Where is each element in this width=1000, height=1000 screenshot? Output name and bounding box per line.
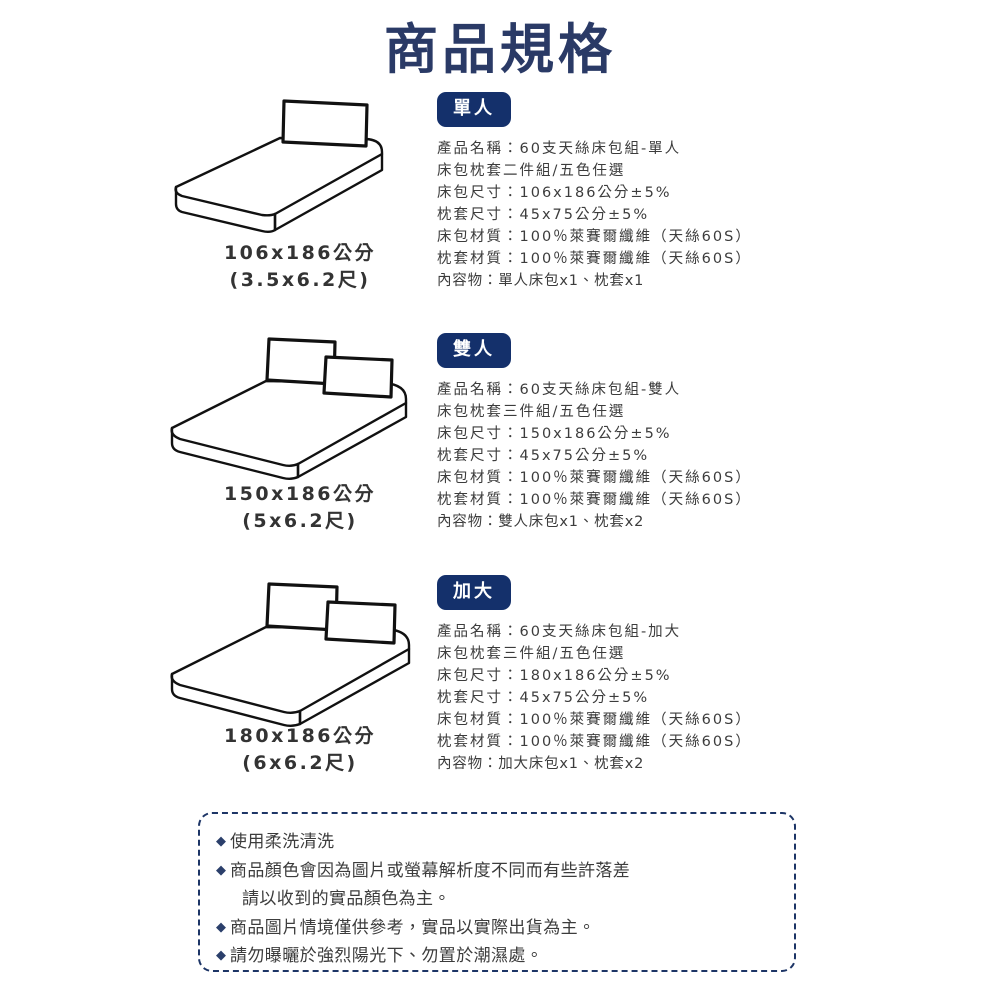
spec-line-sheet-size: 床包尺寸：106x186公分±5% xyxy=(437,185,672,201)
spec-section-single: 106x186公分 (3.5x6.2尺) 單人 產品名稱：60支天絲床包組-單人… xyxy=(0,92,1000,322)
spec-line-contents: 內容物：雙人床包x1、枕套x2 xyxy=(437,514,645,530)
dimension-ft: (6x6.2尺) xyxy=(242,752,358,774)
spec-line-contents: 內容物：加大床包x1、枕套x2 xyxy=(437,756,645,772)
dimension-cm: 150x186公分 xyxy=(223,483,377,505)
single-bed-illustration xyxy=(170,92,435,252)
spec-line-product-name: 產品名稱：60支天絲床包組-雙人 xyxy=(437,382,682,398)
note-item: ◆ 商品顏色會因為圖片或螢幕解析度不同而有些許落差 xyxy=(216,857,776,886)
single-spec-info: 單人 產品名稱：60支天絲床包組-單人 床包枕套二件組/五色任選 床包尺寸：10… xyxy=(437,92,867,292)
spec-line-sheet-material: 床包材質：100％萊賽爾纖維（天絲60S） xyxy=(437,229,752,245)
king-spec-info: 加大 產品名稱：60支天絲床包組-加大 床包枕套三件組/五色任選 床包尺寸：18… xyxy=(437,575,867,775)
double-bed-dimension-label: 150x186公分 (5x6.2尺) xyxy=(150,481,450,535)
note-text: 商品顏色會因為圖片或螢幕解析度不同而有些許落差 xyxy=(230,860,631,881)
spec-line-pillowcase-size: 枕套尺寸：45x75公分±5% xyxy=(437,690,650,706)
spec-line-pillowcase-size: 枕套尺寸：45x75公分±5% xyxy=(437,207,650,223)
king-bed-dimension-label: 180x186公分 (6x6.2尺) xyxy=(150,723,450,777)
spec-line-product-name: 產品名稱：60支天絲床包組-單人 xyxy=(437,141,682,157)
single-spec-lines: 產品名稱：60支天絲床包組-單人 床包枕套二件組/五色任選 床包尺寸：106x1… xyxy=(437,138,867,292)
spec-line-pillowcase-size: 枕套尺寸：45x75公分±5% xyxy=(437,448,650,464)
spec-line-contents: 內容物：單人床包x1、枕套x1 xyxy=(437,273,645,289)
spec-line-pillowcase-material: 枕套材質：100％萊賽爾纖維（天絲60S） xyxy=(437,492,752,508)
single-bed-dimension-label: 106x186公分 (3.5x6.2尺) xyxy=(150,240,450,294)
note-item: ◆ 商品圖片情境僅供參考，實品以實際出貨為主。 xyxy=(216,914,776,943)
note-item: ◆ 使用柔洗清洗 xyxy=(216,828,776,857)
double-bed-illustration xyxy=(170,333,435,493)
spec-line-sheet-material: 床包材質：100％萊賽爾纖維（天絲60S） xyxy=(437,712,752,728)
spec-line-pillowcase-material: 枕套材質：100％萊賽爾纖維（天絲60S） xyxy=(437,734,752,750)
diamond-bullet-icon: ◆ xyxy=(216,834,227,849)
note-text: 商品圖片情境僅供參考，實品以實際出貨為主。 xyxy=(230,917,596,938)
king-spec-lines: 產品名稱：60支天絲床包組-加大 床包枕套三件組/五色任選 床包尺寸：180x1… xyxy=(437,621,867,775)
spec-line-pillowcase-material: 枕套材質：100％萊賽爾纖維（天絲60S） xyxy=(437,251,752,267)
king-bed-illustration xyxy=(170,575,435,735)
note-text: 使用柔洗清洗 xyxy=(230,832,335,852)
double-spec-info: 雙人 產品名稱：60支天絲床包組-雙人 床包枕套三件組/五色任選 床包尺寸：15… xyxy=(437,333,867,533)
spec-line-sheet-size: 床包尺寸：180x186公分±5% xyxy=(437,668,672,684)
spec-line-set-type: 床包枕套三件組/五色任選 xyxy=(437,404,626,420)
note-item: ◆ 請勿曝曬於強烈陽光下、勿置於潮濕處。 xyxy=(216,942,776,971)
dimension-cm: 106x186公分 xyxy=(223,242,377,264)
note-item-continuation: 請以收到的實品顏色為主。 xyxy=(216,885,776,914)
spec-line-product-name: 產品名稱：60支天絲床包組-加大 xyxy=(437,624,682,640)
spec-line-sheet-size: 床包尺寸：150x186公分±5% xyxy=(437,426,672,442)
care-notes-list: ◆ 使用柔洗清洗 ◆ 商品顏色會因為圖片或螢幕解析度不同而有些許落差 請以收到的… xyxy=(216,828,776,971)
spec-line-set-type: 床包枕套二件組/五色任選 xyxy=(437,163,626,179)
spec-section-double: 150x186公分 (5x6.2尺) 雙人 產品名稱：60支天絲床包組-雙人 床… xyxy=(0,333,1000,563)
diamond-bullet-icon: ◆ xyxy=(216,919,227,935)
badge-king: 加大 xyxy=(437,575,511,610)
spec-line-sheet-material: 床包材質：100％萊賽爾纖維（天絲60S） xyxy=(437,470,752,486)
dimension-ft: (3.5x6.2尺) xyxy=(229,269,371,291)
spec-line-set-type: 床包枕套三件組/五色任選 xyxy=(437,646,626,662)
badge-single: 單人 xyxy=(437,92,511,127)
note-text: 請以收到的實品顏色為主。 xyxy=(242,889,451,909)
dimension-ft: (5x6.2尺) xyxy=(242,510,358,532)
double-spec-lines: 產品名稱：60支天絲床包組-雙人 床包枕套三件組/五色任選 床包尺寸：150x1… xyxy=(437,379,867,533)
note-text: 請勿曝曬於強烈陽光下、勿置於潮濕處。 xyxy=(230,946,544,966)
dimension-cm: 180x186公分 xyxy=(223,725,377,747)
diamond-bullet-icon: ◆ xyxy=(216,948,227,963)
page-title: 商品規格 xyxy=(384,18,616,81)
badge-double: 雙人 xyxy=(437,333,511,368)
diamond-bullet-icon: ◆ xyxy=(216,862,227,878)
care-notes-box: ◆ 使用柔洗清洗 ◆ 商品顏色會因為圖片或螢幕解析度不同而有些許落差 請以收到的… xyxy=(198,812,796,972)
spec-section-king: 180x186公分 (6x6.2尺) 加大 產品名稱：60支天絲床包組-加大 床… xyxy=(0,575,1000,805)
